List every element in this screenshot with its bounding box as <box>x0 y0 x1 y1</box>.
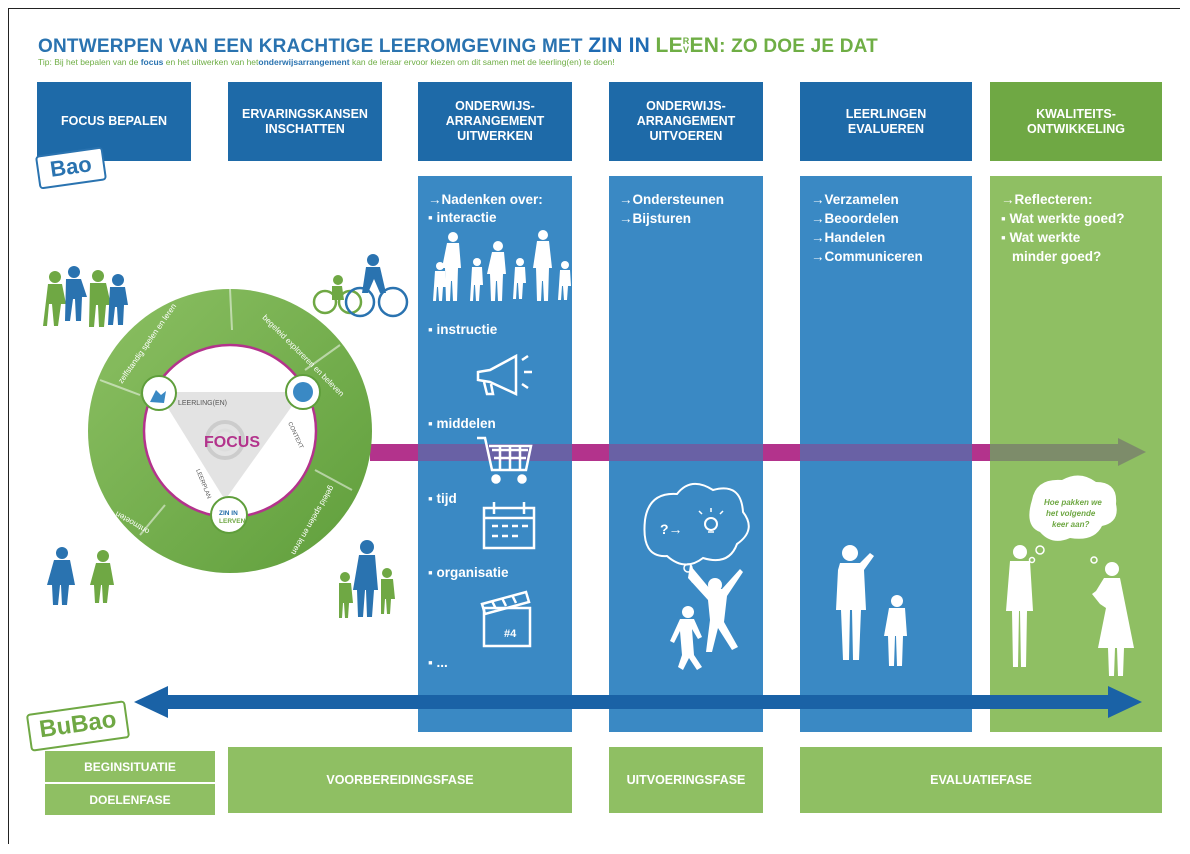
hdr-2-line-0: ONDERWIJS- <box>455 99 535 113</box>
hdr-2-line-2: UITWERKEN <box>457 129 533 143</box>
uitwerken-item-more: ▪ ... <box>428 655 448 670</box>
two-adults-icon <box>1006 545 1134 676</box>
cyclists-icon <box>312 254 409 318</box>
title-leren-en: EN <box>689 34 720 57</box>
header-kwaliteit-text: KWALITEITS-ONTWIKKELING <box>1027 107 1125 137</box>
uitvoeren-item-ondersteunen: →Ondersteunen <box>619 192 725 207</box>
header-focus-text: FOCUS BEPALEN <box>60 114 168 128</box>
evalueren-item-verzamelen: →Verzamelen <box>811 192 899 207</box>
title-leren-v: V <box>683 45 690 56</box>
evalueren-item-beoordelen: →Beoordelen <box>811 211 899 226</box>
logo-leren-le: LE <box>219 518 228 525</box>
hdr-1-line-0: ERVARINGSKANSEN <box>242 106 368 121</box>
title-leren-r: R <box>682 36 690 47</box>
focus-arrow <box>370 438 1146 466</box>
tip-mid: en het uitwerken van het <box>165 57 259 67</box>
hdr-3-line-0: ONDERWIJS- <box>646 99 726 113</box>
title-main: ONTWERPEN VAN EEN KRACHTIGE LEEROMGEVING… <box>38 36 583 57</box>
phase-beginsituatie: BEGINSITUATIE <box>45 751 215 782</box>
page-frame <box>8 8 1180 844</box>
tip-lead: Tip: Bij het bepalen van de <box>38 57 139 67</box>
page-title: ONTWERPEN VAN EEN KRACHTIGE LEEROMGEVING… <box>38 34 878 58</box>
family-walking-icon <box>339 540 395 618</box>
uitwerken-item-interactie: ▪ interactie <box>428 210 497 225</box>
header-kwaliteit: KWALITEITS-ONTWIKKELING <box>990 82 1162 161</box>
shopping-cart-icon <box>477 436 533 484</box>
kwaliteit-item-reflecteren: →Reflecteren: <box>1001 192 1093 207</box>
focus-label: FOCUS <box>204 434 260 451</box>
bubble-formula: ?→ <box>660 521 683 537</box>
hdr-2-line-1: ARRANGEMENT <box>445 114 545 128</box>
uitwerken-intro: →Nadenken over: <box>428 192 543 207</box>
hdr-5-line-0: KWALITEITS- <box>1036 106 1116 121</box>
uitvoeren-item-bijsturen: →Bijsturen <box>619 211 692 226</box>
children-jumping-icon <box>670 565 743 670</box>
hdr-1-line-1: INSCHATTEN <box>265 121 345 136</box>
focus-circle <box>88 288 372 573</box>
reflection-bubble-icon <box>1028 475 1117 564</box>
uitwerken-item-instructie: ▪ instructie <box>428 322 498 337</box>
logo-leren: LERVEN <box>219 518 246 525</box>
kwaliteit-item-minder: minder goed? <box>1012 249 1102 264</box>
calendar-icon <box>482 502 536 550</box>
thought-bubble-icon: ?→ <box>643 483 750 584</box>
label-leerlingen: LEERLING(EN) <box>178 400 227 407</box>
family-interactie-icon <box>433 230 571 301</box>
megaphone-icon <box>476 353 532 396</box>
bubble-line-1: het volgende <box>1046 509 1096 518</box>
phase-doelenfase: DOELENFASE <box>45 784 215 815</box>
uitwerken-item-tijd: ▪ tijd <box>428 491 457 506</box>
tip-arrangement: onderwijsarrangement <box>258 57 350 67</box>
hdr-5-line-1: ONTWIKKELING <box>1027 121 1125 136</box>
double-arrow <box>134 686 1142 718</box>
hdr-3-line-2: UITVOEREN <box>649 129 723 143</box>
phase-uitvoering: UITVOERINGSFASE <box>609 747 763 813</box>
uitwerken-item-organisatie: ▪ organisatie <box>428 565 509 580</box>
children-playing-icon <box>43 270 111 327</box>
phase-evaluatie: EVALUATIEFASE <box>800 747 1162 813</box>
children-running-icon <box>65 266 128 325</box>
bubble-line-2: keer aan? <box>1052 520 1089 529</box>
kwaliteit-list: →Reflecteren: ▪ Wat werkte goed? ▪ Wat w… <box>1001 190 1125 266</box>
clapperboard-icon: #4 <box>480 590 532 648</box>
uitwerken-item-middelen: ▪ middelen <box>428 416 496 431</box>
header-focus-bepalen: FOCUS BEPALEN <box>37 82 191 161</box>
kwaliteit-item-goed: ▪ Wat werkte goed? <box>1001 211 1125 226</box>
hdr-3-line-1: ARRANGEMENT <box>636 114 736 128</box>
bubble-text: Hoe pakken we het volgende keer aan? <box>1044 498 1104 529</box>
title-leren-le: LE <box>655 34 683 57</box>
mother-children-icon <box>47 547 114 605</box>
evalueren-item-handelen: →Handelen <box>811 230 886 245</box>
evalueren-item-communiceren: →Communiceren <box>811 249 923 264</box>
hdr-4-line-0: LEERLINGEN <box>845 106 927 121</box>
phase-voorbereiding: VOORBEREIDINGSFASE <box>228 747 572 813</box>
bubble-line-0: Hoe pakken we <box>1044 498 1102 507</box>
kwaliteit-item-werkte: ▪ Wat werkte <box>1001 230 1081 245</box>
uitvoeren-list: →Ondersteunen →Bijsturen <box>619 190 724 228</box>
logo-leren-r: R <box>227 518 232 525</box>
title-tail: : ZO DOE JE DAT <box>719 36 878 57</box>
tip-focus: focus <box>140 57 164 67</box>
logo-leren-en: EN <box>236 518 245 525</box>
evalueren-list: →Verzamelen →Beoordelen →Handelen →Commu… <box>811 190 923 266</box>
tip-end: kan de leraar ervoor kiezen om dit samen… <box>351 57 615 67</box>
logo-zin: ZIN IN <box>219 510 238 517</box>
title-zin-in: ZIN IN <box>588 34 651 57</box>
tip-line: Tip: Bij het bepalen van de focus en het… <box>38 57 615 67</box>
teacher-child-icon <box>836 545 907 666</box>
logo-leren-v: V <box>232 518 237 525</box>
hdr-4-line-1: EVALUEREN <box>847 121 925 136</box>
clapper-number: #4 <box>504 628 517 640</box>
